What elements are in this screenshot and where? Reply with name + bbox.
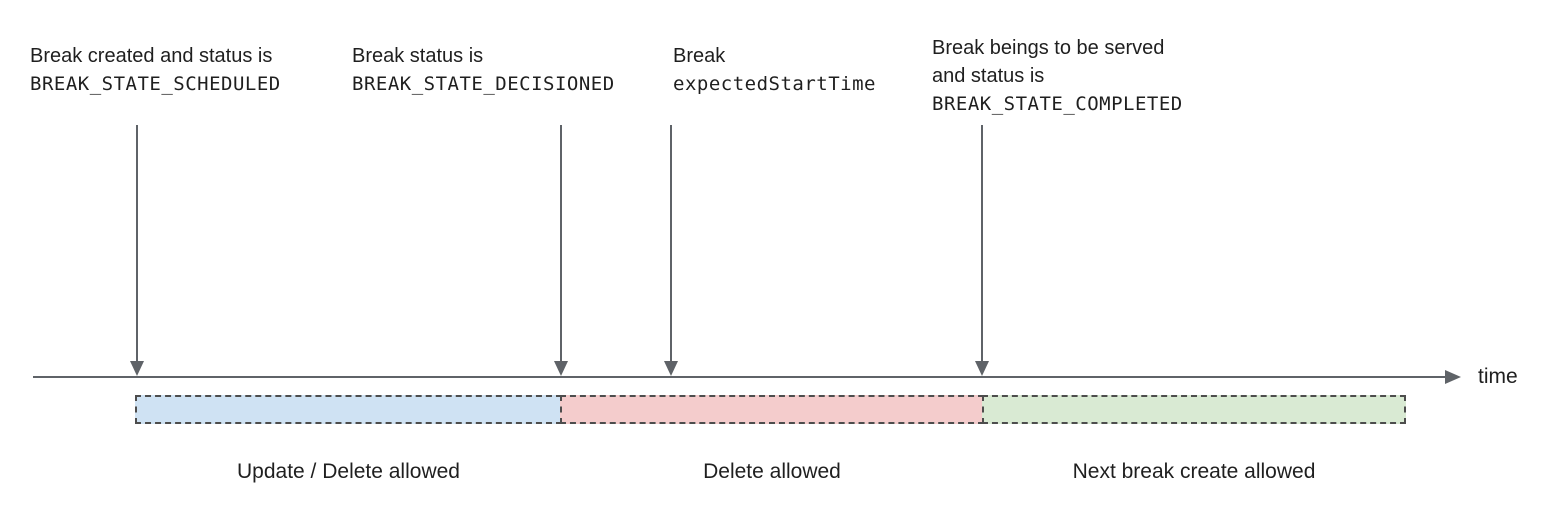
arrow-head-icon — [664, 361, 678, 376]
arrow-down-completed-icon — [974, 125, 990, 376]
annotation-code: BREAK_STATE_SCHEDULED — [30, 73, 281, 95]
annotation-code: BREAK_STATE_DECISIONED — [352, 73, 615, 95]
arrow-shaft — [560, 125, 562, 363]
segment-update-delete-allowed — [135, 395, 562, 424]
annotation-break-scheduled: Break created and status is BREAK_STATE_… — [30, 42, 281, 98]
segment-delete-allowed — [560, 395, 984, 424]
arrow-head-icon — [975, 361, 989, 376]
annotation-code: expectedStartTime — [673, 73, 876, 95]
arrow-down-expected-start-icon — [663, 125, 679, 376]
segment-next-break-create-allowed — [982, 395, 1406, 424]
annotation-text: and status is — [932, 65, 1045, 87]
annotation-text: Break status is — [352, 45, 484, 67]
annotation-expected-start-time: Break expectedStartTime — [673, 42, 876, 98]
annotation-text: Break beings to be served — [932, 37, 1165, 59]
annotation-code: BREAK_STATE_COMPLETED — [932, 93, 1183, 115]
arrow-down-scheduled-icon — [129, 125, 145, 376]
segment-label-delete: Delete allowed — [703, 460, 841, 483]
time-axis-label: time — [1478, 365, 1518, 388]
segment-label-next-break-create: Next break create allowed — [1072, 460, 1316, 483]
arrow-head-icon — [130, 361, 144, 376]
arrow-down-decisioned-icon — [553, 125, 569, 376]
segment-label-update-delete: Update / Delete allowed — [237, 460, 460, 483]
annotation-text: Break — [673, 45, 726, 67]
annotation-break-decisioned: Break status is BREAK_STATE_DECISIONED — [352, 42, 615, 98]
annotation-text: Break created and status is — [30, 45, 273, 67]
time-axis-arrow-icon — [1445, 370, 1461, 384]
arrow-shaft — [136, 125, 138, 363]
annotation-break-completed: Break beings to be served and status is … — [932, 34, 1183, 118]
arrow-shaft — [670, 125, 672, 363]
time-axis-line — [33, 376, 1445, 378]
arrow-head-icon — [554, 361, 568, 376]
arrow-shaft — [981, 125, 983, 363]
